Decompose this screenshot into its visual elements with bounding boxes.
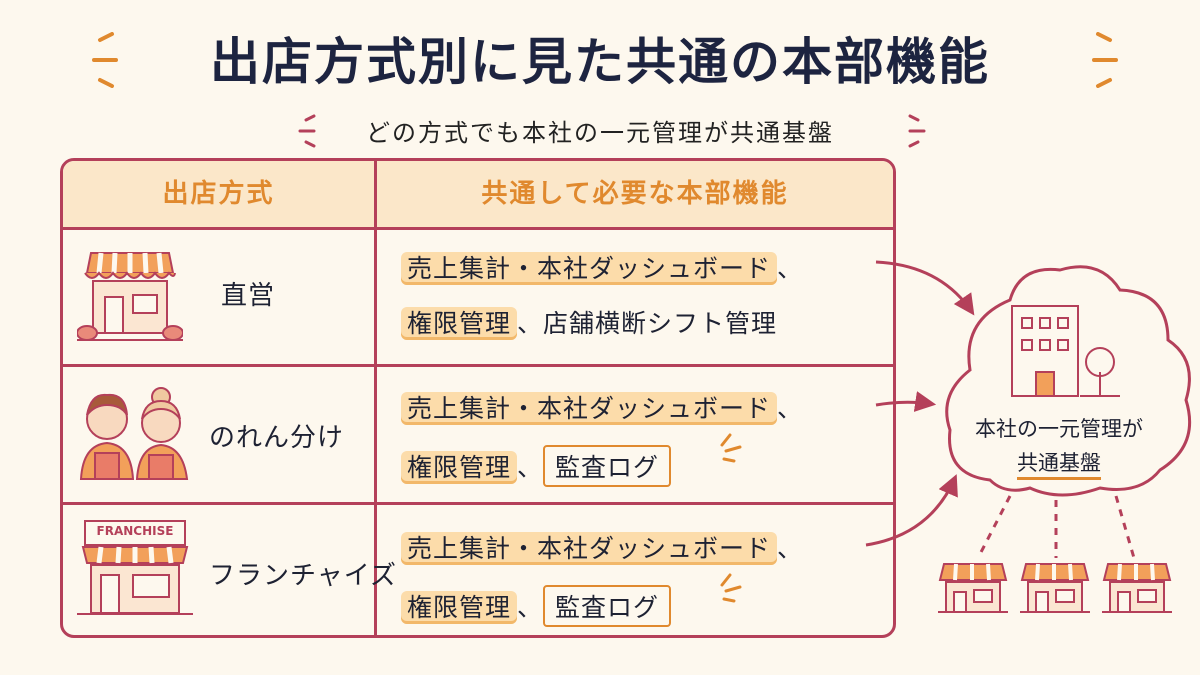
separator: 、 bbox=[777, 394, 804, 423]
store-icon bbox=[77, 252, 183, 341]
sparkle-right-icon bbox=[1092, 32, 1118, 88]
highlight-permissions: 権限管理 bbox=[401, 451, 518, 484]
highlight-sales: 売上集計・本社ダッシュボード bbox=[401, 252, 778, 285]
separator: 、 bbox=[777, 254, 804, 283]
row2-line2: 権限管理、監査ログ bbox=[401, 445, 672, 487]
row3-line2: 権限管理、監査ログ bbox=[401, 585, 672, 627]
branch-store-icon bbox=[1020, 563, 1090, 613]
sparkle-left-icon bbox=[92, 32, 118, 88]
sparkle-small-left-icon bbox=[298, 114, 316, 148]
row-label-franchise: フランチャイズ bbox=[209, 561, 397, 591]
branch-store-icon bbox=[1102, 563, 1172, 613]
highlight-permissions: 権限管理 bbox=[401, 591, 518, 624]
row2-line1: 売上集計・本社ダッシュボード、 bbox=[401, 389, 803, 425]
separator: 、 bbox=[517, 453, 544, 482]
page-title: 出店方式別に見た共通の本部機能 bbox=[210, 33, 990, 91]
audit-log-box: 監査ログ bbox=[543, 585, 672, 627]
owners-icon bbox=[79, 387, 189, 480]
row-label-direct: 直営 bbox=[221, 281, 276, 311]
arrow-direct bbox=[875, 260, 975, 316]
arrow-noren bbox=[875, 391, 937, 412]
sparkle-audit-icon bbox=[720, 573, 742, 603]
franchise-sign: FRANCHISE bbox=[96, 524, 174, 538]
franchise-store-icon bbox=[77, 520, 193, 615]
shift-management-text: 、店舗横断シフト管理 bbox=[517, 309, 778, 338]
highlight-sales: 売上集計・本社ダッシュボード bbox=[401, 532, 778, 565]
sparkle-audit-icon bbox=[720, 433, 742, 463]
row3-line1: 売上集計・本社ダッシュボード、 bbox=[401, 529, 803, 565]
hq-caption-line2: 共通基盤 bbox=[1017, 451, 1101, 480]
row1-line1: 売上集計・本社ダッシュボード、 bbox=[401, 249, 803, 285]
highlight-sales: 売上集計・本社ダッシュボード bbox=[401, 392, 778, 425]
comparison-table: 出店方式 共通して必要な本部機能 直営 売上集計・本社ダッシュボード、 権限管理… bbox=[60, 158, 896, 638]
column-divider bbox=[374, 161, 377, 635]
row-divider bbox=[63, 502, 893, 505]
hq-building-icon bbox=[1011, 305, 1079, 397]
header-method: 出店方式 bbox=[162, 179, 275, 209]
audit-log-box: 監査ログ bbox=[543, 445, 672, 487]
sparkle-small-right-icon bbox=[908, 114, 926, 148]
subtitle: どの方式でも本社の一元管理が共通基盤 bbox=[366, 119, 834, 147]
highlight-permissions: 権限管理 bbox=[401, 307, 518, 340]
separator: 、 bbox=[777, 534, 804, 563]
row1-line2: 権限管理、店舗横断シフト管理 bbox=[401, 304, 777, 340]
hq-caption-line1: 本社の一元管理が bbox=[975, 417, 1143, 441]
table-header: 出店方式 共通して必要な本部機能 bbox=[63, 161, 893, 230]
branch-store-icon bbox=[938, 563, 1008, 613]
header-functions: 共通して必要な本部機能 bbox=[481, 179, 789, 209]
tree-icon bbox=[1080, 347, 1120, 397]
separator: 、 bbox=[517, 593, 544, 622]
connector-line bbox=[1114, 495, 1136, 559]
arrow-franchise bbox=[865, 474, 958, 547]
hq-caption: 本社の一元管理が 共通基盤 bbox=[944, 412, 1174, 480]
row-divider bbox=[63, 364, 893, 367]
row-label-noren: のれん分け bbox=[209, 423, 345, 453]
connector-line bbox=[976, 495, 1012, 559]
